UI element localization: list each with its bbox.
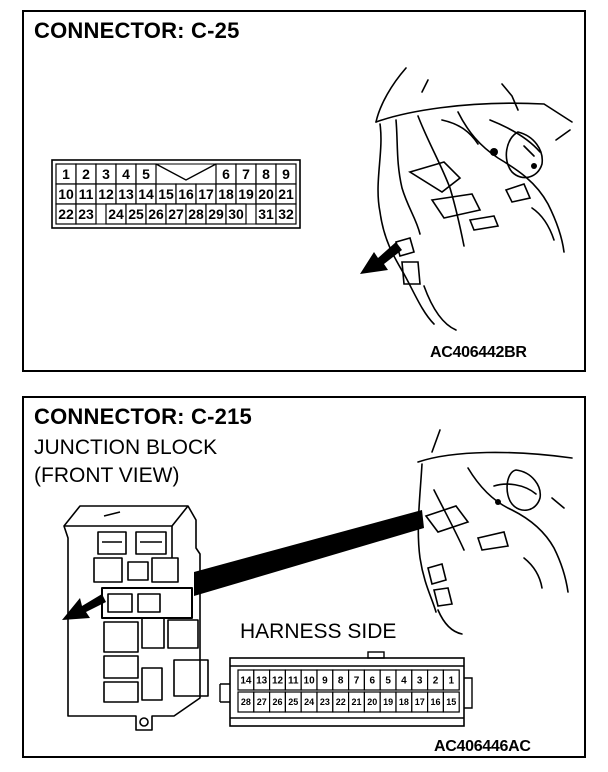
pin-number: 6 bbox=[222, 166, 230, 182]
pin-number: 27 bbox=[257, 697, 267, 707]
pin-number: 19 bbox=[238, 186, 254, 202]
panel-subtitle-line1: JUNCTION BLOCK bbox=[34, 436, 218, 459]
pin-number: 23 bbox=[78, 206, 94, 222]
pin-number: 25 bbox=[288, 697, 298, 707]
pin-number: 4 bbox=[122, 166, 130, 182]
pin-number: 24 bbox=[304, 697, 314, 707]
pin-number: 16 bbox=[430, 697, 440, 707]
c215-connector-outline bbox=[229, 657, 465, 727]
pin-number: 20 bbox=[258, 186, 274, 202]
pin-number: 12 bbox=[98, 186, 114, 202]
pin-number: 28 bbox=[241, 697, 251, 707]
pin-number: 20 bbox=[367, 697, 377, 707]
pointer-arrow bbox=[62, 594, 106, 620]
panel-title: CONNECTOR: C-215 bbox=[34, 404, 252, 429]
pin-number: 1 bbox=[62, 166, 70, 182]
pin-cell bbox=[442, 669, 460, 691]
pin-number: 17 bbox=[198, 186, 214, 202]
pin-number: 26 bbox=[148, 206, 164, 222]
pin-number: 22 bbox=[58, 206, 74, 222]
pin-number: 28 bbox=[188, 206, 204, 222]
pin-number: 13 bbox=[256, 676, 268, 687]
pin-number: 5 bbox=[385, 676, 391, 687]
dashboard-illustration bbox=[360, 67, 573, 331]
pin-number: 5 bbox=[142, 166, 150, 182]
pin-number: 9 bbox=[322, 676, 328, 687]
pin-number: 24 bbox=[108, 206, 124, 222]
figure-code: AC406446AC bbox=[434, 738, 531, 755]
pin-number: 10 bbox=[58, 186, 74, 202]
junction-block-outline bbox=[63, 505, 201, 731]
pin-number: 16 bbox=[178, 186, 194, 202]
junction-block-illustration bbox=[62, 429, 573, 731]
pin-number: 14 bbox=[138, 186, 154, 202]
pin-number: 22 bbox=[336, 697, 346, 707]
pin-number: 1 bbox=[449, 676, 455, 687]
pointer-arrow bbox=[360, 242, 402, 274]
pin-cell bbox=[75, 203, 97, 225]
pin-cell bbox=[225, 203, 247, 225]
figure-code: AC406442BR bbox=[430, 344, 527, 361]
pin-number: 11 bbox=[79, 186, 94, 202]
pin-cell bbox=[442, 691, 460, 713]
pin-number: 30 bbox=[228, 206, 244, 222]
zoom-beam bbox=[194, 510, 424, 596]
pin-number: 11 bbox=[288, 676, 299, 687]
panel-title: CONNECTOR: C-25 bbox=[34, 18, 240, 43]
pin-number: 8 bbox=[262, 166, 270, 182]
pin-number: 17 bbox=[415, 697, 425, 707]
c25-connector-outline bbox=[51, 159, 301, 229]
pin-number: 7 bbox=[354, 676, 360, 687]
pin-number: 3 bbox=[417, 676, 423, 687]
pin-number: 15 bbox=[158, 186, 174, 202]
key-notch bbox=[155, 163, 217, 181]
pin-number: 26 bbox=[272, 697, 282, 707]
pin-number: 15 bbox=[446, 697, 456, 707]
pin-number: 21 bbox=[278, 186, 294, 202]
pin-number: 27 bbox=[168, 206, 184, 222]
pin-number: 8 bbox=[338, 676, 344, 687]
pin-number: 2 bbox=[82, 166, 90, 182]
pin-number: 21 bbox=[351, 697, 361, 707]
pin-number: 18 bbox=[399, 697, 409, 707]
pin-number: 3 bbox=[102, 166, 110, 182]
pin-number: 10 bbox=[304, 676, 316, 687]
pin-number: 14 bbox=[240, 676, 252, 687]
pin-number: 29 bbox=[208, 206, 224, 222]
pin-number: 23 bbox=[320, 697, 330, 707]
pin-number: 9 bbox=[282, 166, 290, 182]
pin-number: 19 bbox=[383, 697, 393, 707]
pin-number: 25 bbox=[128, 206, 144, 222]
pin-number: 31 bbox=[258, 206, 274, 222]
pin-number: 7 bbox=[242, 166, 250, 182]
pin-number: 4 bbox=[401, 676, 407, 687]
panel-subtitle-line2: (FRONT VIEW) bbox=[34, 464, 180, 487]
pin-number: 2 bbox=[433, 676, 439, 687]
pin-number: 12 bbox=[272, 676, 284, 687]
harness-side-label: HARNESS SIDE bbox=[240, 620, 397, 643]
pin-number: 18 bbox=[218, 186, 234, 202]
pin-number: 6 bbox=[370, 676, 376, 687]
pin-cell bbox=[275, 203, 297, 225]
pin-number: 32 bbox=[278, 206, 294, 222]
connector-c215-panel: CONNECTOR: C-215 JUNCTION BLOCK (FRONT V… bbox=[22, 396, 586, 758]
pin-number: 13 bbox=[118, 186, 134, 202]
